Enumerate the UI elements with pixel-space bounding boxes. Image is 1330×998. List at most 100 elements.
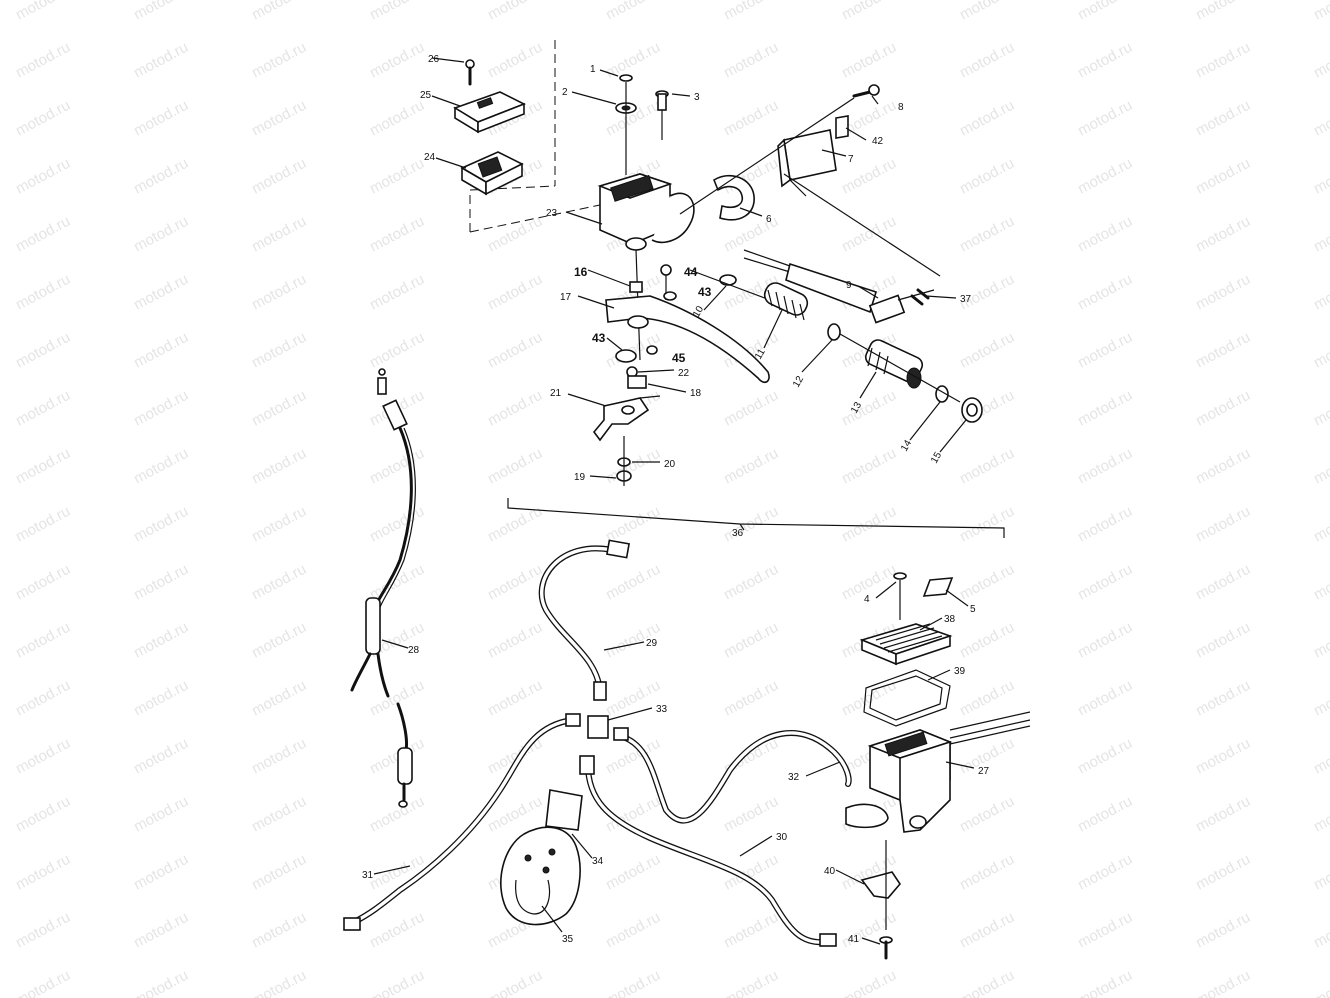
master-cylinder-body [597, 173, 695, 251]
watermark-text: motod.ru [957, 851, 1017, 894]
watermark-text: motod.ru [957, 445, 1017, 488]
callout-44: 44 [684, 265, 698, 279]
watermark-text: motod.ru [957, 503, 1017, 546]
watermark-text: motod.ru [131, 677, 191, 720]
watermark-text: motod.ru [249, 793, 309, 836]
watermark-text: motod.ru [249, 909, 309, 952]
watermark-text: motod.ru [1075, 561, 1135, 604]
brake-lever [605, 295, 770, 384]
watermark-text: motod.ru [957, 619, 1017, 662]
callout-15: 15 [929, 450, 944, 466]
reservoir-cover-38 [859, 623, 953, 666]
watermark-text: motod.ru [839, 213, 899, 256]
callout-34: 34 [592, 856, 604, 867]
watermark-text: motod.ru [485, 387, 545, 430]
watermark-text: motod.ru [1311, 619, 1330, 662]
watermark-text: motod.ru [485, 677, 545, 720]
watermark-text: motod.ru [1311, 503, 1330, 546]
lever-bushing [629, 281, 643, 293]
watermark-text: motod.ru [1311, 967, 1330, 998]
watermark-text: motod.ru [13, 387, 73, 430]
watermark-text: motod.ru [13, 155, 73, 198]
watermark-text: motod.ru [1075, 735, 1135, 778]
nut-43 [615, 349, 637, 363]
watermark-text: motod.ru [1075, 271, 1135, 314]
watermark-text: motod.ru [249, 677, 309, 720]
watermark-text: motod.ru [131, 503, 191, 546]
watermark-text: motod.ru [249, 271, 309, 314]
callout-40: 40 [824, 866, 836, 877]
callout-33: 33 [656, 704, 668, 715]
watermark-text: motod.ru [839, 39, 899, 82]
callout-24: 24 [424, 152, 436, 163]
nut-18 [627, 375, 647, 389]
watermark-text: motod.ru [131, 619, 191, 662]
watermark-text: motod.ru [1193, 329, 1253, 372]
watermark-text: motod.ru [1075, 387, 1135, 430]
watermark-text: motod.ru [131, 213, 191, 256]
watermark-text: motod.ru [1193, 39, 1253, 82]
callout-labels: 1 2 3 4 5 6 7 8 9 10 11 12 13 14 15 16 1… [362, 54, 990, 945]
watermark-text: motod.ru [367, 155, 427, 198]
watermark-text: motod.ru [131, 561, 191, 604]
watermark-text: motod.ru [1193, 851, 1253, 894]
watermark-text: motod.ru [721, 561, 781, 604]
watermark-text: motod.ru [249, 387, 309, 430]
lever-nut [663, 291, 677, 301]
watermark-text: motod.ru [13, 0, 73, 24]
handlebar-clamp [713, 174, 755, 221]
watermark-text: motod.ru [367, 851, 427, 894]
watermark-text: motod.ru [367, 445, 427, 488]
rear-master-cylinder [845, 572, 1031, 960]
callout-43-upper: 43 [698, 285, 712, 299]
leader-lines [373, 57, 975, 945]
callout-36: 36 [732, 528, 744, 539]
watermark-text: motod.ru [249, 329, 309, 372]
callout-4: 4 [864, 594, 870, 605]
hose-junction [587, 715, 609, 739]
watermark-text: motod.ru [13, 271, 73, 314]
watermark-text: motod.ru [1193, 619, 1253, 662]
watermark-text: motod.ru [485, 503, 545, 546]
watermark-text: motod.ru [249, 445, 309, 488]
watermark-text: motod.ru [485, 271, 545, 314]
watermark-text: motod.ru [249, 735, 309, 778]
callout-21: 21 [550, 388, 562, 399]
watermark-text: motod.ru [13, 213, 73, 256]
watermark-text: motod.ru [1311, 851, 1330, 894]
watermark-text: motod.ru [131, 735, 191, 778]
callout-31: 31 [362, 870, 374, 881]
watermark-text: motod.ru [131, 387, 191, 430]
watermark-text: motod.ru [13, 909, 73, 952]
watermark-text: motod.ru [367, 909, 427, 952]
callout-9: 9 [846, 280, 852, 291]
watermark-text: motod.ru [721, 0, 781, 24]
watermark-text: motod.ru [13, 851, 73, 894]
watermark-text: motod.ru [1193, 735, 1253, 778]
watermark-text: motod.ru [1075, 909, 1135, 952]
watermark-text: motod.ru [721, 97, 781, 140]
gasket [863, 669, 951, 727]
callout-20: 20 [664, 459, 676, 470]
watermark-text: motod.ru [957, 271, 1017, 314]
watermark-text: motod.ru [1311, 329, 1330, 372]
watermark-text: motod.ru [367, 97, 427, 140]
callout-43-lower: 43 [592, 331, 606, 345]
lever-bolt [660, 264, 672, 276]
callout-14: 14 [899, 438, 914, 454]
callout-39: 39 [954, 666, 966, 677]
watermark-text: motod.ru [1193, 793, 1253, 836]
brake-switch [743, 173, 941, 324]
watermark-text: motod.ru [13, 735, 73, 778]
callout-2: 2 [562, 87, 568, 98]
watermark-text: motod.ru [13, 561, 73, 604]
callout-32: 32 [788, 772, 800, 783]
callout-13: 13 [849, 400, 864, 416]
watermark-text: motod.ru [485, 735, 545, 778]
watermark-text: motod.ru [485, 445, 545, 488]
watermark-text: motod.ru [131, 0, 191, 24]
watermark-text: motod.ru [603, 503, 663, 546]
watermark-text: motod.ru [1193, 155, 1253, 198]
watermark-text: motod.ru [1075, 851, 1135, 894]
watermark-text: motod.ru [131, 967, 191, 998]
